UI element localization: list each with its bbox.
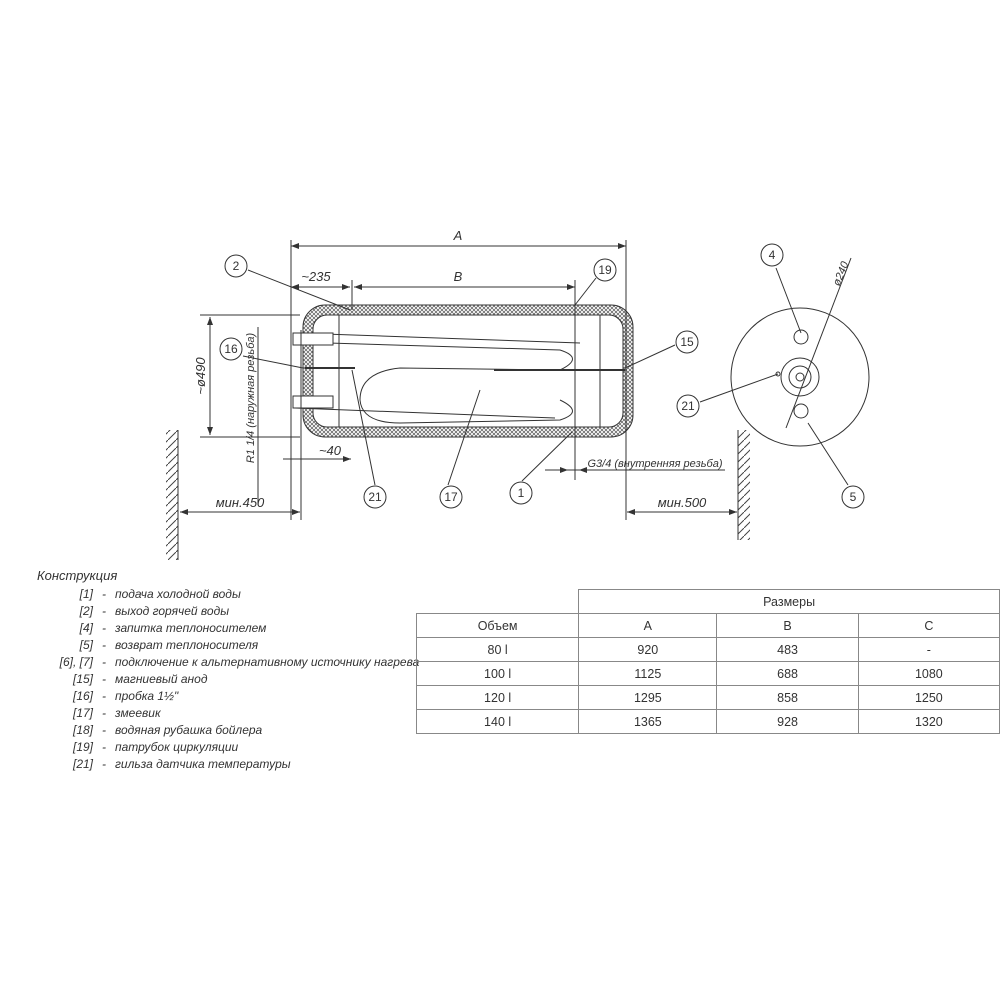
legend-key: [21] bbox=[72, 757, 93, 771]
table-cell: 920 bbox=[578, 637, 718, 662]
min-500-label: мин.500 bbox=[658, 495, 707, 510]
legend-item: [6], [7]-подключение к альтернативному и… bbox=[37, 654, 420, 671]
legend-key: [15] bbox=[72, 672, 93, 686]
legend-text: подключение к альтернативному источнику … bbox=[115, 655, 420, 669]
dim-b-label: B bbox=[454, 269, 463, 284]
legend-dash: - bbox=[102, 672, 106, 686]
legend-item: [2]-выход горячей воды bbox=[37, 603, 419, 620]
legend-item: [4]-запитка теплоносителем bbox=[37, 620, 419, 637]
table-cell: 1080 bbox=[857, 661, 1000, 686]
legend-dash: - bbox=[102, 706, 106, 720]
legend-key: [16] bbox=[72, 689, 93, 703]
legend-key: [17] bbox=[72, 706, 93, 720]
legend-dash: - bbox=[102, 689, 106, 703]
balloon-16: 16 bbox=[224, 342, 238, 356]
header-c: C bbox=[857, 613, 1000, 638]
legend-dash: - bbox=[102, 655, 106, 669]
balloon-19: 19 bbox=[598, 263, 612, 277]
table-cell: 483 bbox=[716, 637, 859, 662]
table-cell: - bbox=[857, 637, 1000, 662]
thread-right-label: G3/4 (внутренняя резьба) bbox=[587, 458, 722, 470]
legend-item: [21]-гильза датчика температуры bbox=[37, 756, 419, 773]
dim-40-label: ~40 bbox=[319, 443, 342, 458]
balloon-2: 2 bbox=[233, 259, 240, 273]
legend-item: [5]-возврат теплоносителя bbox=[37, 637, 419, 654]
balloon-17: 17 bbox=[444, 490, 458, 504]
header-volume: Объем bbox=[415, 613, 580, 638]
legend-item: [19]-патрубок циркуляции bbox=[37, 739, 419, 756]
table-cell: 1365 bbox=[578, 709, 718, 734]
balloon-1: 1 bbox=[518, 486, 525, 500]
balloons bbox=[219, 243, 865, 509]
group-header: Размеры bbox=[578, 589, 1000, 614]
header-a: A bbox=[578, 613, 718, 638]
right-wall bbox=[738, 430, 750, 540]
table-cell: 140 l bbox=[415, 709, 580, 734]
balloon-21-end: 21 bbox=[681, 399, 695, 413]
balloon-15: 15 bbox=[680, 335, 694, 349]
left-wall bbox=[166, 430, 178, 560]
table-cell: 100 l bbox=[415, 661, 580, 686]
table-cell: 1295 bbox=[578, 685, 718, 710]
balloon-5: 5 bbox=[850, 490, 857, 504]
balloon-21: 21 bbox=[368, 490, 382, 504]
legend-text: запитка теплоносителем bbox=[115, 621, 267, 635]
legend-text: водяная рубашка бойлера bbox=[115, 723, 263, 737]
legend-text: патрубок циркуляции bbox=[115, 740, 239, 754]
dim-490-label: ~ø490 bbox=[193, 357, 208, 395]
table-cell: 1250 bbox=[857, 685, 1000, 710]
legend-dash: - bbox=[102, 621, 106, 635]
legend-dash: - bbox=[102, 587, 106, 601]
legend-item: [17]-змеевик bbox=[37, 705, 419, 722]
legend-title: Конструкция bbox=[37, 568, 118, 583]
legend-dash: - bbox=[102, 757, 106, 771]
dim-235-label: ~235 bbox=[301, 269, 331, 284]
min-450-label: мин.450 bbox=[216, 495, 265, 510]
legend-text: подача холодной воды bbox=[115, 587, 241, 601]
table-cell: 80 l bbox=[415, 637, 580, 662]
thread-left-label: R1 1/4 (наружная резьба) bbox=[245, 333, 257, 464]
legend-dash: - bbox=[102, 740, 106, 754]
end-view-circle bbox=[730, 307, 870, 447]
legend-item: [1]-подача холодной воды bbox=[37, 586, 419, 603]
dim-240-label: ø240 bbox=[831, 259, 852, 288]
boiler-drawing: A B ~235 ~ø490 ~40 R1 1/4 (наружная резь… bbox=[166, 228, 870, 560]
table-cell: 688 bbox=[716, 661, 859, 686]
legend-text: возврат теплоносителя bbox=[115, 638, 259, 652]
table-cell: 928 bbox=[716, 709, 859, 734]
legend-text: гильза датчика температуры bbox=[115, 757, 291, 771]
legend-text: выход горячей воды bbox=[115, 604, 230, 618]
legend-text: магниевый анод bbox=[115, 672, 208, 686]
legend-key: [1] bbox=[79, 587, 93, 601]
table-cell: 858 bbox=[716, 685, 859, 710]
legend-key: [4] bbox=[79, 621, 93, 635]
table-cell: 1125 bbox=[578, 661, 718, 686]
legend-key: [18] bbox=[72, 723, 93, 737]
balloon-4: 4 bbox=[769, 248, 776, 262]
legend-item: [15]-магниевый анод bbox=[37, 671, 419, 688]
construction-legend: Конструкция [1]-подача холодной воды[2]-… bbox=[37, 568, 419, 773]
legend-text: пробка 1½" bbox=[115, 689, 179, 703]
legend-dash: - bbox=[102, 638, 106, 652]
legend-key: [6], [7] bbox=[59, 655, 93, 669]
legend-key: [2] bbox=[79, 604, 93, 618]
legend-item: [16]-пробка 1½" bbox=[37, 688, 419, 705]
legend-item: [18]-водяная рубашка бойлера bbox=[37, 722, 419, 739]
dim-a-label: A bbox=[453, 228, 463, 243]
legend-dash: - bbox=[102, 723, 106, 737]
coil bbox=[294, 341, 573, 424]
legend-key: [19] bbox=[72, 740, 93, 754]
legend-text: змеевик bbox=[115, 706, 161, 720]
legend-key: [5] bbox=[79, 638, 93, 652]
table-cell: 1320 bbox=[857, 709, 1000, 734]
table-cell: 120 l bbox=[415, 685, 580, 710]
header-b: B bbox=[716, 613, 859, 638]
legend-dash: - bbox=[102, 604, 106, 618]
